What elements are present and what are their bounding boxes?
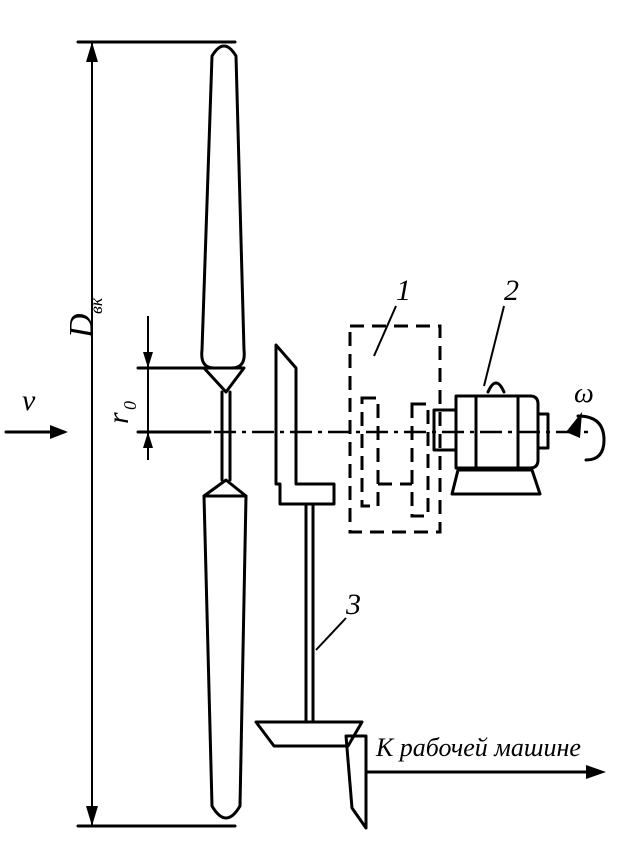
callout-3-label: 3 — [345, 588, 361, 621]
upper-hub-cone — [202, 366, 246, 394]
callout-leader-3 — [315, 617, 347, 651]
output-label: К рабочей машине — [375, 733, 581, 762]
rotation-arrowhead — [566, 412, 582, 438]
callout-leader-2 — [483, 305, 505, 387]
generator — [432, 381, 550, 496]
output-shaft-arrow — [364, 765, 606, 779]
output-bevel-gear — [344, 734, 368, 830]
diameter-label: D — [63, 313, 100, 339]
diameter-subscript: вк — [86, 297, 106, 314]
hub-radius-dimension — [136, 316, 212, 460]
lower-hub-cone — [202, 478, 248, 498]
rotation-arrow — [576, 414, 606, 462]
wind-velocity-arrow — [4, 425, 68, 439]
bevel-gear-upper — [274, 343, 336, 506]
arrowhead-bottom — [86, 806, 98, 826]
control-unit-internals — [360, 396, 430, 518]
lower-blade — [202, 494, 248, 820]
callout-leader-1 — [373, 305, 397, 357]
control-unit-box — [348, 324, 442, 534]
upper-blade — [200, 44, 246, 370]
arrowhead-top — [86, 42, 98, 62]
callout-2-label: 2 — [504, 274, 519, 307]
diameter-dimension — [76, 40, 237, 828]
velocity-label: v — [22, 384, 36, 417]
hub-radius-label: r — [102, 412, 135, 424]
hub-radius-subscript: 0 — [120, 401, 140, 410]
omega-label: ω — [574, 378, 594, 409]
callout-1-label: 1 — [396, 274, 411, 307]
